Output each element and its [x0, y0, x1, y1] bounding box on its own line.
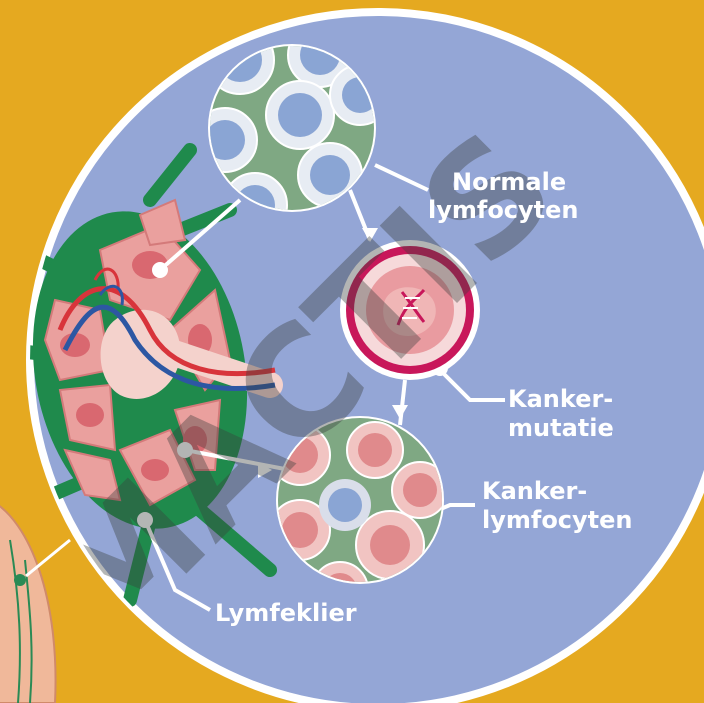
- label-mutation-line1: Kanker-: [508, 385, 613, 413]
- label-normal-line1: Normale: [452, 168, 566, 196]
- label-cancer-line1: Kanker-: [482, 477, 587, 505]
- label-normal-line2: lymfocyten: [428, 196, 579, 224]
- arm-lymph-node: [14, 574, 26, 586]
- label-mutation-line2: mutatie: [508, 414, 614, 442]
- label-cancer-line2: lymfocyten: [482, 506, 633, 534]
- label-lymph-node: Lymfeklier: [215, 599, 357, 627]
